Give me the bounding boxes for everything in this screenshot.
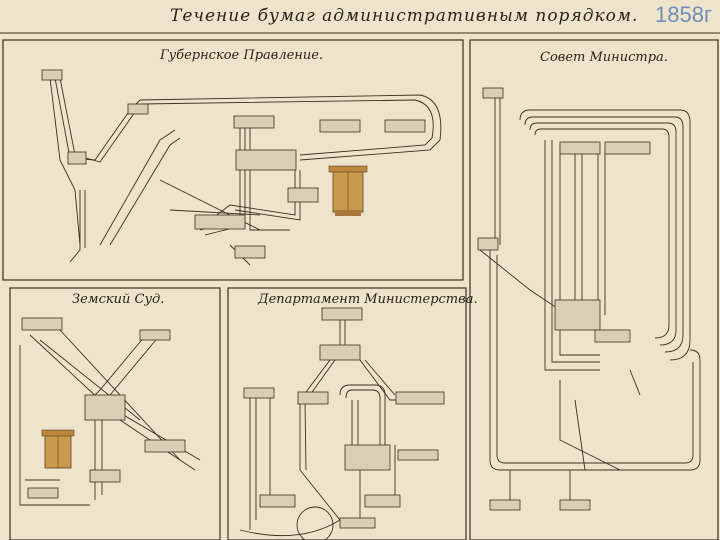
year-stamp: 1858г [655,2,712,27]
department-loop [296,506,334,540]
council-flows [479,95,701,505]
zemsky-boxes [21,317,186,499]
panel-border-provincial [2,39,464,281]
table-illustration-zemsky [41,429,75,469]
panel-title-council: Совет Министра. [540,50,668,65]
panel-border-department [227,287,467,540]
panel-border-zemsky [9,287,221,540]
council-boxes [477,87,651,511]
department-boxes [243,307,445,529]
panel-title-provincial: Губернское Правление. [160,48,324,63]
table-illustration-provincial [328,165,368,216]
panel-title-department: Департамент Министерства. [258,292,478,307]
main-title: Течение бумаг административным порядком. [170,6,639,26]
panel-title-zemsky: Земский Суд. [72,292,165,307]
provincial-flows [49,77,442,266]
provincial-boxes [41,69,426,259]
panel-border-council [469,39,719,540]
